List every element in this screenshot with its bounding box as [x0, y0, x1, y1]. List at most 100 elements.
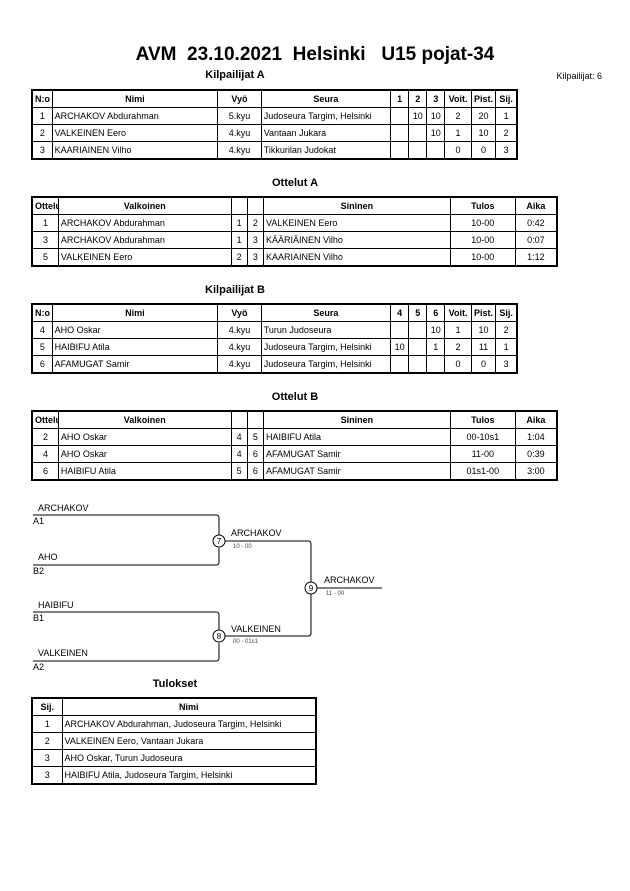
cell-place: 2 — [31, 732, 63, 750]
bracket-sf2-top-seed: B1 — [33, 613, 45, 623]
bracket-m7-score: 10 - 00 — [233, 544, 252, 550]
cell-white-no: 5 — [230, 462, 248, 481]
cell-points: 11 — [470, 338, 497, 356]
cell-time: 1:12 — [514, 248, 558, 267]
cell-white-no: 2 — [230, 248, 248, 267]
cell-belt: 4.kyu — [217, 124, 262, 142]
cell-no: 3 — [31, 141, 53, 160]
cell-blue-no: 2 — [246, 214, 264, 232]
bracket-sf1-bottom-name: AHO — [38, 552, 58, 562]
cell-place: 3 — [495, 141, 518, 160]
cell-result: 10-00 — [449, 248, 516, 267]
cell-result: 10-00 — [449, 231, 516, 249]
bracket-line-m7 — [225, 540, 312, 582]
pool-b-header-row: N:o Nimi Vyö Seura 4 5 6 Voit. Pist. Sij… — [31, 303, 518, 322]
cell-points: 0 — [470, 355, 497, 374]
bracket-m8-winner: VALKEINEN — [231, 624, 281, 634]
cell-blue-no: 3 — [246, 231, 264, 249]
table-row: 3 AHO Oskar, Turun Judoseura — [31, 749, 317, 767]
bracket-m9-winner: ARCHAKOV — [324, 575, 375, 585]
cell-club: Judoseura Targim, Helsinki — [260, 355, 392, 374]
cell-points: 0 — [470, 141, 497, 160]
cell-match: 6 — [31, 462, 59, 481]
bracket-sf1-bottom-seed: B2 — [33, 566, 45, 576]
bracket-m9-score: 11 - 00 — [326, 591, 345, 597]
match-8-number: 8 — [217, 632, 222, 641]
cell-club: Judoseura Targim, Helsinki — [260, 338, 392, 356]
cell-blue-no: 6 — [246, 445, 264, 463]
table-row: 1 ARCHAKOV Abdurahman, Judoseura Targim,… — [31, 715, 317, 733]
table-row: 2 VALKEINEN Eero, Vantaan Jukara — [31, 732, 317, 750]
cell-blue-no: 6 — [246, 462, 264, 481]
table-row: 3 KAARIAINEN Vilho 4.kyu Tikkurilan Judo… — [31, 141, 518, 160]
col-place: Sij. — [31, 697, 63, 716]
competitors-count: Kilpailijat: 6 — [556, 71, 602, 81]
cell-no: 6 — [31, 355, 53, 374]
cell-no: 5 — [31, 338, 53, 356]
cell-name: KAARIAINEN Vilho — [51, 141, 219, 160]
bracket-line-a1 — [33, 514, 220, 538]
matches-a-table: Ottelu Valkoinen Sininen Tulos Aika 1 AR… — [31, 196, 558, 267]
cell-match: 4 — [31, 445, 59, 463]
bracket-sf2-bottom-seed: A2 — [33, 662, 45, 672]
cell-blue: KAARIAINEN Vilho — [262, 248, 451, 267]
col-place: Sij. — [495, 89, 518, 108]
cell-name: ARCHAKOV Abdurahman, Judoseura Targim, H… — [61, 715, 317, 733]
cell-result: 11-00 — [449, 445, 516, 463]
cell-time: 0:07 — [514, 231, 558, 249]
cell-club: Tikkurilan Judokat — [260, 141, 392, 160]
cell-name: VALKEINEN Eero, Vantaan Jukara — [61, 732, 317, 750]
cell-name: VALKEINEN Eero — [51, 124, 219, 142]
matches-b-title: Ottelut B — [271, 391, 319, 403]
table-row: 3 ARCHAKOV Abdurahman 1 3 KÄÄRIÄINEN Vil… — [31, 231, 558, 249]
bracket-m8-score: 00 - 01s1 — [233, 639, 259, 645]
page-title: AVM 23.10.2021 Helsinki U15 pojat-34 — [135, 44, 495, 65]
cell-r3 — [426, 141, 446, 160]
bracket-line-a2 — [33, 643, 220, 662]
cell-name: HAIBIFU Atila — [51, 338, 219, 356]
matches-a-title: Ottelut A — [271, 177, 319, 189]
cell-time: 3:00 — [514, 462, 558, 481]
bracket-line-b1 — [33, 611, 220, 630]
results-title: Tulokset — [152, 678, 198, 690]
cell-r3: 10 — [426, 124, 446, 142]
cell-place: 3 — [31, 766, 63, 785]
table-row: 2 VALKEINEN Eero 4.kyu Vantaan Jukara 10… — [31, 124, 518, 142]
cell-points: 10 — [470, 124, 497, 142]
bracket-sf2-bottom-name: VALKEINEN — [38, 648, 88, 658]
results-table: Sij. Nimi 1 ARCHAKOV Abdurahman, Judoseu… — [31, 697, 317, 785]
cell-r3: 1 — [426, 338, 446, 356]
cell-blue: KÄÄRIÄINEN Vilho — [262, 231, 451, 249]
cell-result: 01s1-00 — [449, 462, 516, 481]
matches-b-table: Ottelu Valkoinen Sininen Tulos Aika 2 AH… — [31, 410, 558, 481]
match-9-circle — [304, 581, 318, 595]
bracket-sf1-top-name: ARCHAKOV — [38, 503, 89, 513]
pool-a-table: N:o Nimi Vyö Seura 1 2 3 Voit. Pist. Sij… — [31, 89, 518, 160]
cell-wins: 0 — [444, 141, 472, 160]
cell-match: 3 — [31, 231, 59, 249]
table-row: 1 ARCHAKOV Abdurahman 5.kyu Judoseura Ta… — [31, 107, 518, 125]
match-9-number: 9 — [309, 584, 314, 593]
table-row: 6 AFAMUGAT Samir 4.kyu Judoseura Targim,… — [31, 355, 518, 374]
results-header-row: Sij. Nimi — [31, 697, 317, 716]
cell-place: 1 — [495, 338, 518, 356]
table-row: 6 HAIBIFU Atila 5 6 AFAMUGAT Samir 01s1-… — [31, 462, 558, 481]
cell-match: 5 — [31, 248, 59, 267]
table-row: 4 AHO Oskar 4 6 AFAMUGAT Samir 11-00 0:3… — [31, 445, 558, 463]
cell-blue-no: 3 — [246, 248, 264, 267]
table-row: 3 HAIBIFU Atila, Judoseura Targim, Helsi… — [31, 766, 317, 785]
cell-no: 2 — [31, 124, 53, 142]
bracket-sf2-top-name: HAIBIFU — [38, 600, 74, 610]
cell-place: 3 — [495, 355, 518, 374]
cell-club: Vantaan Jukara — [260, 124, 392, 142]
pool-b-title: Kilpailijat B — [205, 284, 265, 296]
cell-place: 2 — [495, 124, 518, 142]
pool-a-title: Kilpailijat A — [205, 69, 265, 81]
cell-place: 3 — [31, 749, 63, 767]
table-row: 5 VALKEINEN Eero 2 3 KAARIAINEN Vilho 10… — [31, 248, 558, 267]
bracket-line-b2 — [33, 548, 220, 566]
cell-place: 1 — [31, 715, 63, 733]
match-7-circle — [212, 534, 226, 548]
cell-r3 — [426, 355, 446, 374]
cell-time: 0:39 — [514, 445, 558, 463]
